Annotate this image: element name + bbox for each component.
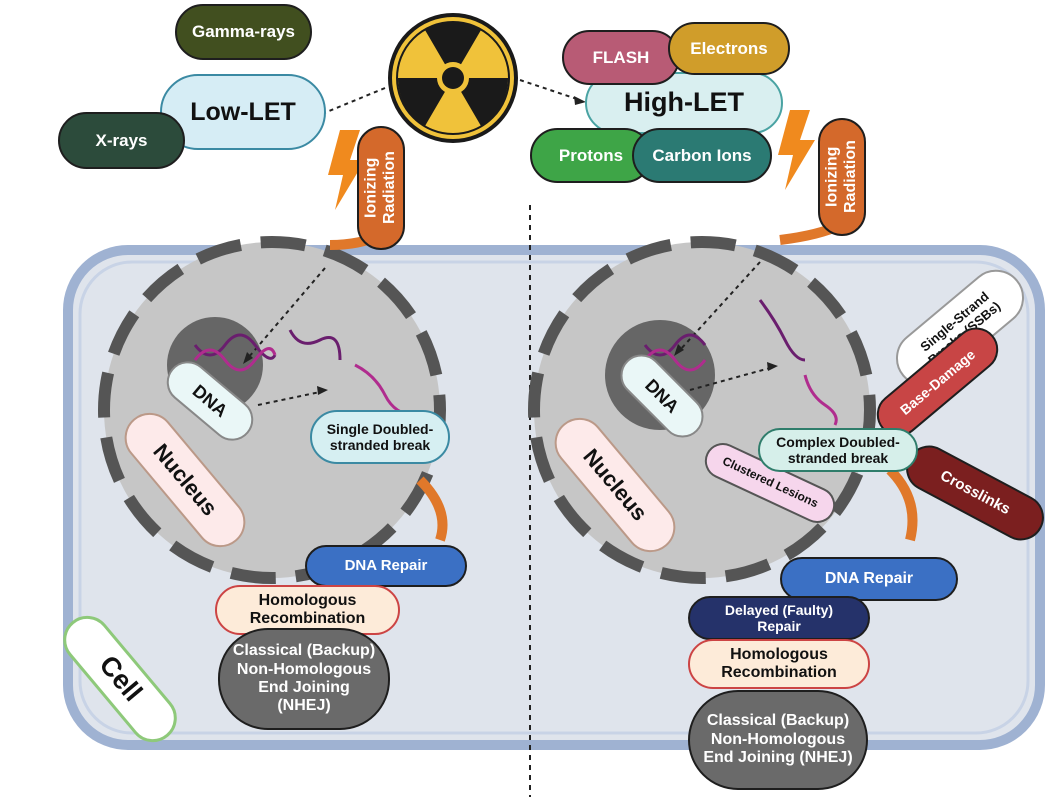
- low-let-label: Low-LET: [160, 74, 326, 150]
- complex-dsb-label: Complex Doubled-stranded break: [758, 428, 918, 472]
- dna-helix-icon: [193, 299, 838, 426]
- ionizing-radiation-right: Ionizing Radiation: [818, 118, 866, 236]
- carbon-ions-label: Carbon Ions: [632, 128, 772, 183]
- classical-nhej-left: Classical (Backup) Non-Homologous End Jo…: [218, 628, 390, 730]
- radiation-symbol-icon: [388, 13, 518, 143]
- flash-label: FLASH: [562, 30, 680, 85]
- ionizing-radiation-left: Ionizing Radiation: [357, 126, 405, 250]
- single-dsb-label: Single Doubled-stranded break: [310, 410, 450, 464]
- electrons-label: Electrons: [668, 22, 790, 75]
- dna-repair-left: DNA Repair: [305, 545, 467, 587]
- gamma-rays-label: Gamma-rays: [175, 4, 312, 60]
- high-let-label: High-LET: [585, 72, 783, 134]
- lightning-icon: [328, 110, 815, 210]
- homologous-recombination-right: Homologous Recombination: [688, 639, 870, 689]
- delayed-repair-label: Delayed (Faulty) Repair: [688, 596, 870, 640]
- x-rays-label: X-rays: [58, 112, 185, 169]
- dna-repair-right: DNA Repair: [780, 557, 958, 601]
- classical-nhej-right: Classical (Backup) Non-Homologous End Jo…: [688, 690, 868, 790]
